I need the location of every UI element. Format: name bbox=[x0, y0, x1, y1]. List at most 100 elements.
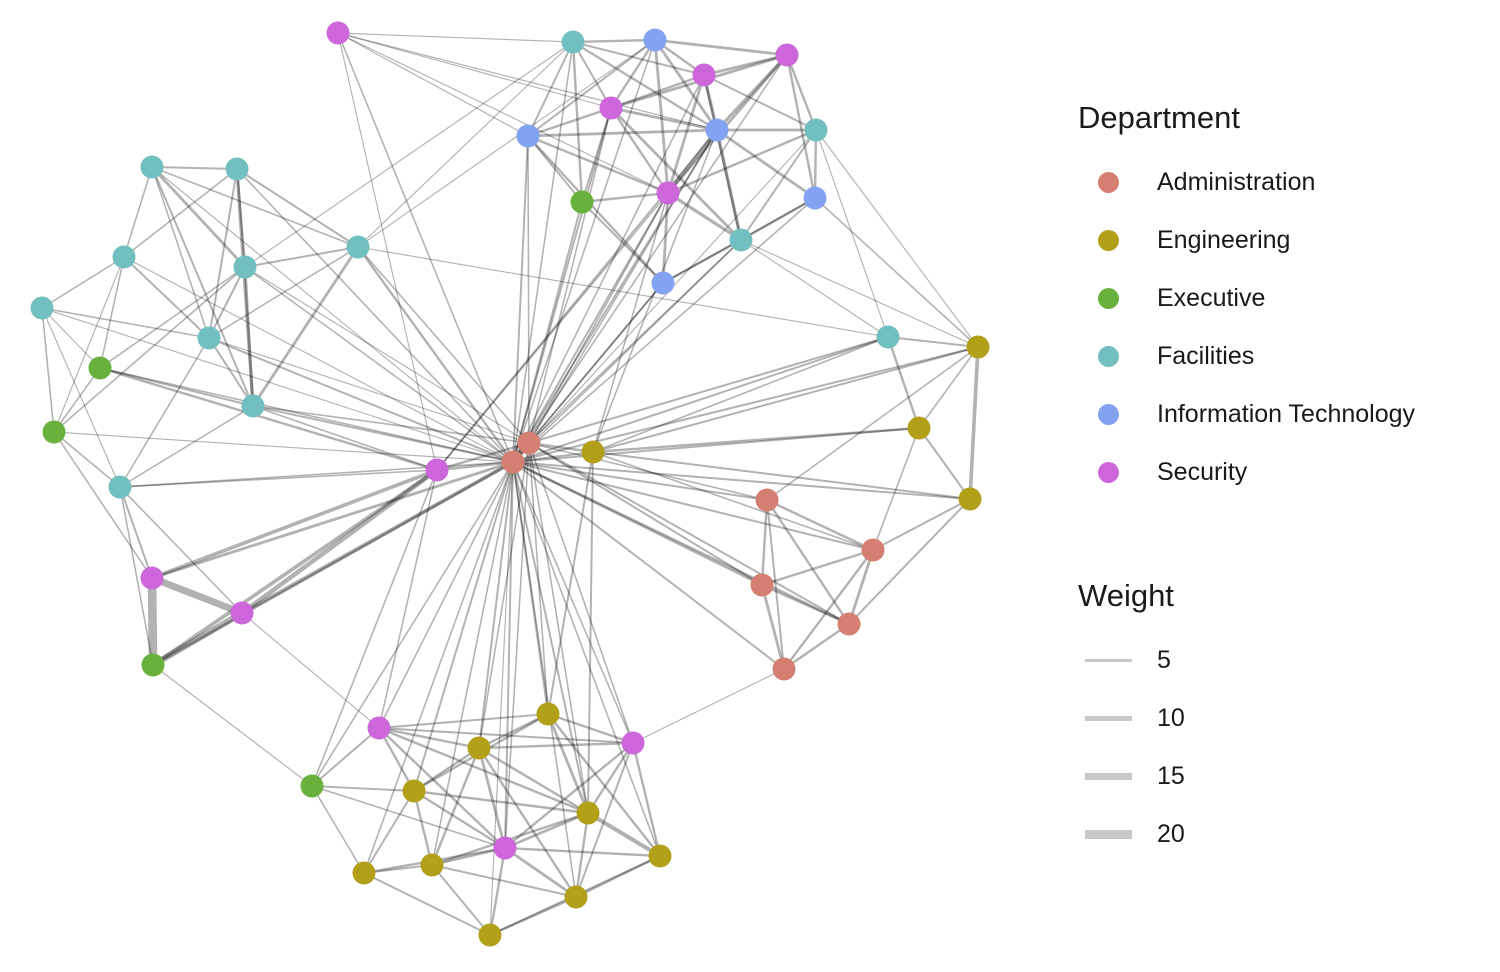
graph-edge bbox=[151, 468, 439, 667]
graph-edge bbox=[666, 54, 789, 194]
graph-edge bbox=[512, 54, 788, 463]
weight-label-10: 10 bbox=[1157, 704, 1185, 733]
legend-weight-item-10: 10 bbox=[1078, 690, 1498, 748]
graph-edge bbox=[357, 246, 530, 444]
weight-sample-line-15 bbox=[1085, 773, 1132, 780]
graph-edge bbox=[151, 460, 514, 580]
graph-edge bbox=[252, 405, 514, 463]
graph-edge bbox=[512, 460, 763, 587]
graph-edge bbox=[512, 197, 816, 463]
network-graph bbox=[30, 21, 990, 947]
graph-edge bbox=[99, 367, 514, 463]
graph-edge bbox=[512, 461, 661, 857]
graph-edge bbox=[311, 727, 380, 787]
graph-node-engineering bbox=[536, 702, 560, 726]
graph-edge bbox=[785, 54, 817, 199]
graph-edge bbox=[512, 239, 742, 463]
graph-edge bbox=[527, 41, 574, 137]
graph-edge bbox=[587, 451, 594, 814]
graph-node-facilities bbox=[108, 475, 132, 499]
graph-node-information-technology bbox=[516, 124, 540, 148]
graph-node-executive bbox=[42, 420, 66, 444]
graph-edge bbox=[413, 461, 514, 792]
graph-node-engineering bbox=[420, 853, 444, 877]
graph-edge bbox=[586, 742, 635, 814]
graph-node-engineering bbox=[581, 440, 605, 464]
legend-label-administration: Administration bbox=[1157, 168, 1316, 197]
graph-node-security bbox=[692, 63, 716, 87]
graph-edge bbox=[378, 469, 438, 729]
graph-edge bbox=[363, 872, 491, 936]
graph-edge bbox=[208, 246, 359, 339]
graph-edge bbox=[528, 442, 634, 744]
graph-edge bbox=[592, 336, 889, 453]
graph-edge bbox=[512, 346, 979, 463]
graph-node-administration bbox=[517, 431, 541, 455]
graph-edge bbox=[785, 54, 818, 131]
graph-edge bbox=[150, 166, 247, 268]
graph-edge bbox=[528, 239, 742, 444]
graph-edge bbox=[378, 461, 514, 729]
graph-edge bbox=[512, 451, 594, 463]
graph-node-security bbox=[367, 716, 391, 740]
graph-edge bbox=[53, 431, 153, 579]
graph-edge bbox=[119, 405, 254, 488]
graph-edge bbox=[592, 426, 920, 454]
graph-edge bbox=[311, 785, 365, 874]
graph-edge bbox=[337, 32, 529, 137]
graph-edge bbox=[489, 461, 514, 936]
graph-edge bbox=[478, 442, 530, 749]
graph-edge bbox=[151, 166, 254, 407]
legend-department-title: Department bbox=[1078, 100, 1240, 135]
legend-item-administration: Administration bbox=[1078, 154, 1498, 212]
graph-edge bbox=[512, 41, 574, 463]
weight-sample-line-10 bbox=[1085, 716, 1132, 721]
graph-node-security bbox=[493, 836, 517, 860]
graph-edge bbox=[887, 336, 979, 348]
graph-edge bbox=[208, 337, 514, 463]
graph-edge bbox=[716, 128, 816, 200]
graph-edge bbox=[512, 461, 549, 715]
graph-edge bbox=[436, 192, 669, 471]
graph-edge bbox=[527, 39, 656, 137]
graph-edge bbox=[512, 461, 589, 814]
graph-edge bbox=[208, 266, 246, 339]
graph-node-facilities bbox=[30, 296, 54, 320]
graph-edge bbox=[53, 266, 246, 433]
graph-edge bbox=[41, 307, 121, 488]
graph-edge bbox=[572, 41, 705, 76]
graph-edge bbox=[527, 135, 583, 203]
graph-edge bbox=[504, 846, 661, 858]
graph-edge bbox=[147, 577, 158, 666]
graph-edge bbox=[512, 39, 656, 463]
graph-edge bbox=[592, 192, 669, 453]
graph-edge bbox=[119, 486, 153, 579]
graph-edge bbox=[504, 442, 530, 849]
graph-node-security bbox=[599, 96, 623, 120]
graph-edge bbox=[610, 73, 705, 110]
graph-edge bbox=[477, 747, 578, 898]
graph-edge bbox=[311, 785, 415, 792]
graph-edge bbox=[53, 367, 101, 433]
graph-node-security bbox=[656, 181, 680, 205]
legend-dot-administration bbox=[1098, 172, 1119, 194]
graph-edge bbox=[119, 486, 243, 614]
graph-edge bbox=[363, 461, 514, 874]
graph-edge bbox=[53, 431, 121, 488]
graph-node-engineering bbox=[966, 335, 990, 359]
graph-edge bbox=[662, 238, 742, 285]
graph-edge bbox=[244, 266, 514, 463]
graph-edge bbox=[478, 461, 514, 749]
graph-edge bbox=[783, 549, 874, 670]
graph-edge bbox=[848, 498, 971, 625]
graph-node-facilities bbox=[241, 394, 265, 418]
graph-node-executive bbox=[88, 356, 112, 380]
graph-edge bbox=[581, 107, 612, 203]
graph-node-facilities bbox=[804, 118, 828, 142]
graph-edge bbox=[241, 460, 514, 615]
graph-edge bbox=[512, 192, 669, 463]
graph-node-engineering bbox=[402, 779, 426, 803]
graph-edge bbox=[592, 451, 971, 500]
graph-node-executive bbox=[141, 653, 165, 677]
